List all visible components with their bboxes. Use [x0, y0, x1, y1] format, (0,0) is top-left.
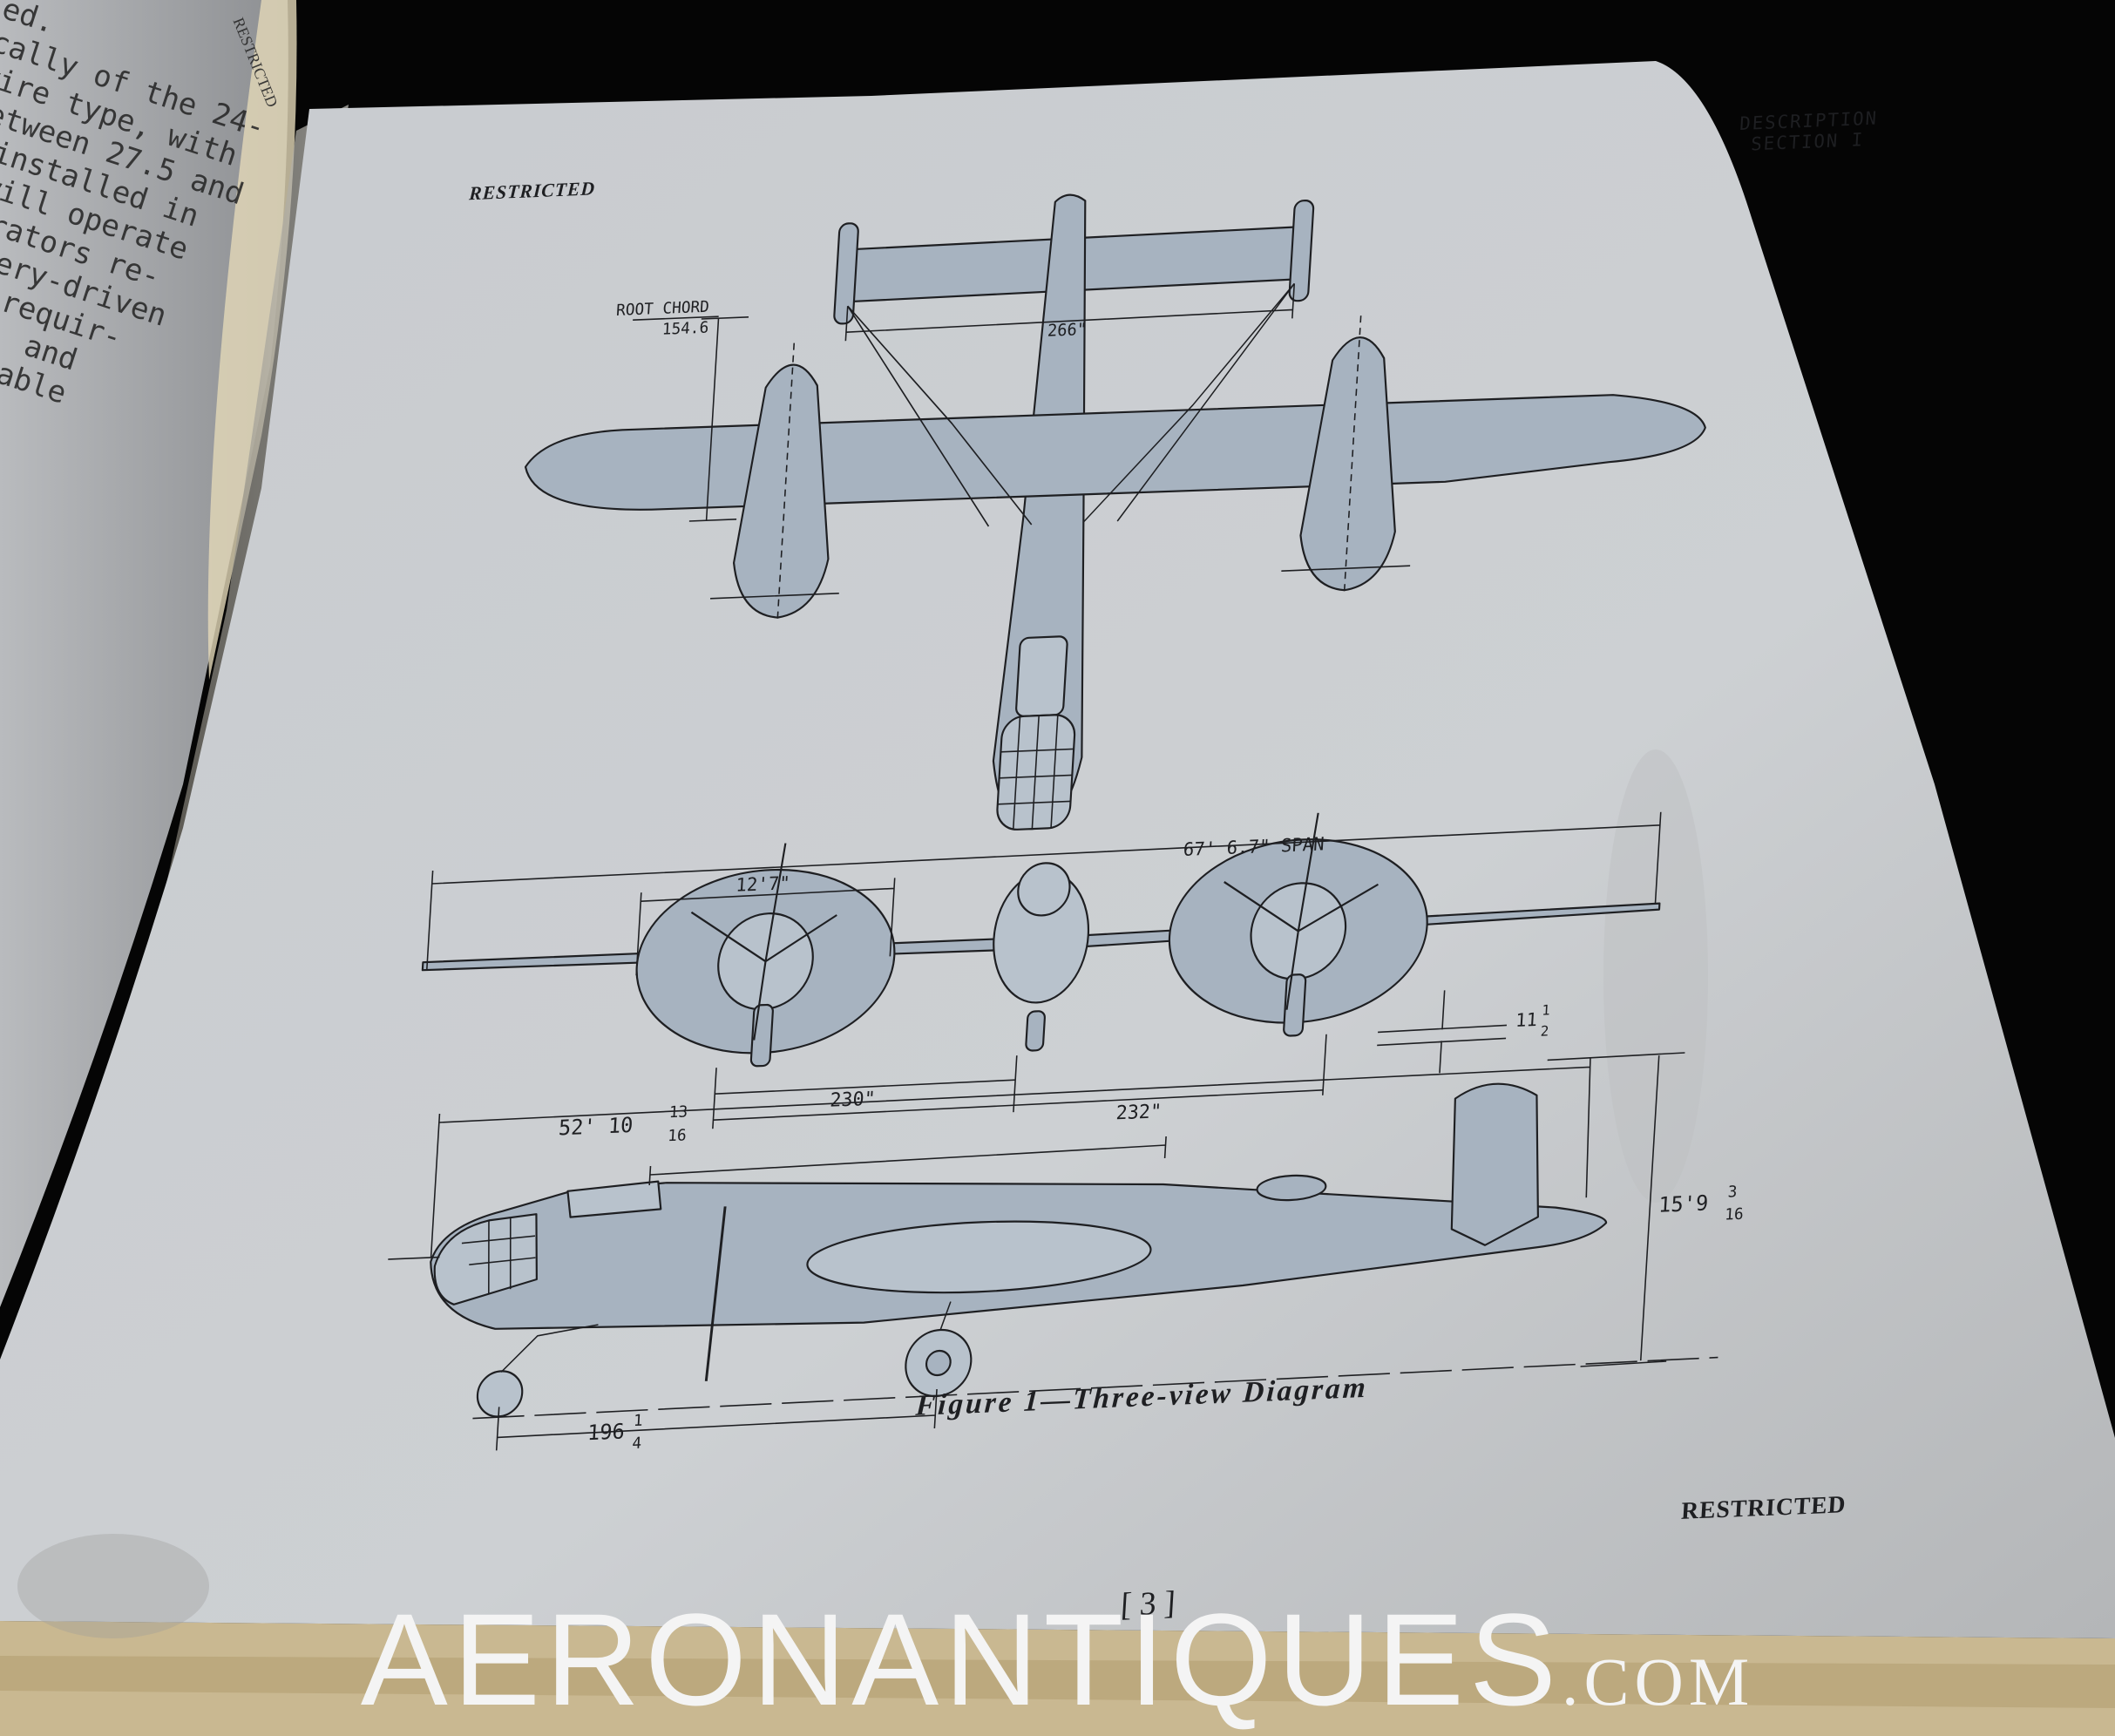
height-whole: 15'9 [1657, 1190, 1709, 1217]
height-label: 15'9 3 16 [1657, 1183, 1745, 1224]
root-chord-label: ROOT CHORD [615, 298, 709, 320]
ground-clearance-label: 11 1 2 [1515, 1001, 1551, 1040]
front-view [421, 838, 1661, 1068]
root-chord-value: 154.6 [661, 319, 709, 339]
main-gear-left-label: 230" [830, 1088, 877, 1112]
wheelbase-denominator: 4 [632, 1434, 642, 1454]
wheelbase-label: 196 1 4 [586, 1412, 643, 1454]
tail-span-label: 266" [1047, 320, 1087, 341]
top-view [524, 193, 1706, 831]
length-denominator: 16 [668, 1126, 688, 1145]
height-denominator: 16 [1725, 1205, 1745, 1224]
wheelbase-numerator: 1 [633, 1412, 643, 1431]
watermark: AERONANTIQUES.COM [0, 1584, 2115, 1735]
watermark-main: AERONANTIQUES [360, 1586, 1562, 1733]
watermark-suffix: .COM [1561, 1644, 1755, 1719]
height-numerator: 3 [1727, 1183, 1738, 1202]
three-view-diagram: 266" ROOT CHORD 154.6 67' 6.7" SPAN 12'7… [363, 193, 1745, 1454]
manual-page: RESTRICTED DESCRIPTION SECTION I [360, 108, 1981, 1726]
ground-clearance-denominator: 2 [1540, 1022, 1549, 1040]
length-label: 52' 10 13 16 [558, 1102, 688, 1145]
wheelbase-whole: 196 [586, 1419, 625, 1445]
left-page [0, 0, 288, 1307]
ground-clearance-whole: 11 [1515, 1009, 1537, 1031]
length-numerator: 13 [668, 1102, 688, 1122]
length-whole: 52' 10 [558, 1113, 634, 1141]
nacelle-offset-label: 12'7" [736, 872, 791, 896]
main-gear-right-label: 232" [1115, 1101, 1163, 1124]
ground-clearance-numerator: 1 [1542, 1001, 1551, 1019]
